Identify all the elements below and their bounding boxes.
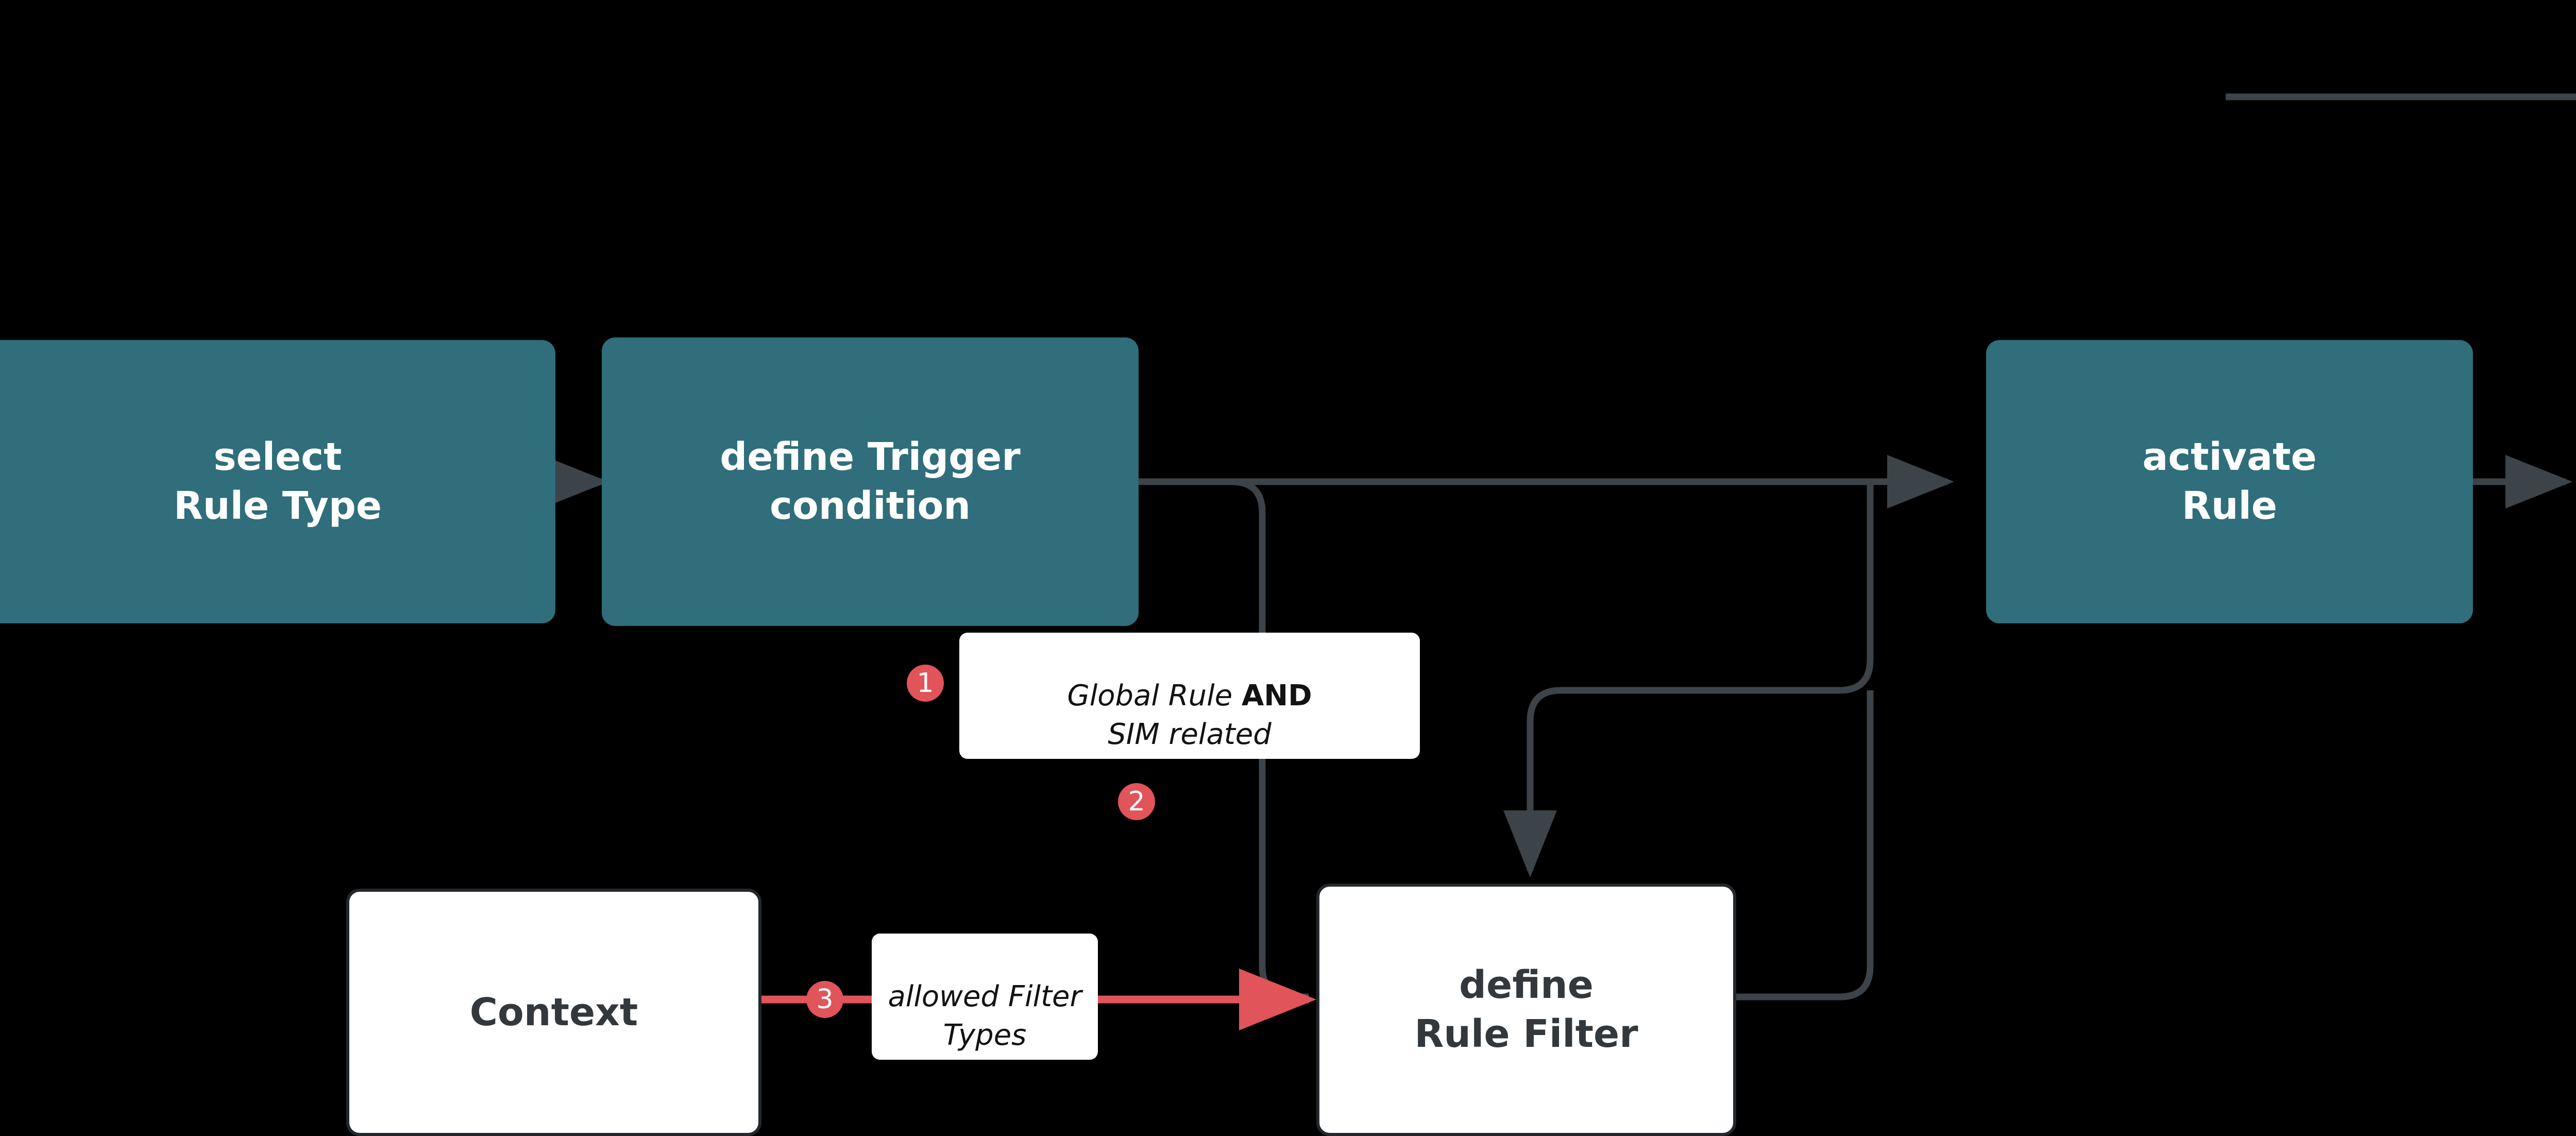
edge-loop-to-rulefilter [1503,482,1874,877]
node-label: define Trigger condition [720,435,1021,528]
node-context[interactable]: Context [346,889,761,1136]
edge-label-text-lead: Global Rule [1067,679,1242,713]
node-activate-rule[interactable]: activate Rule [1986,340,2473,623]
node-label: activate Rule [2142,435,2317,528]
badge-number: 2 [1128,786,1145,817]
edge-label-text-bold: AND [1241,679,1312,713]
node-label: define Rule Filter [1414,963,1638,1056]
node-define-rule-filter[interactable]: define Rule Filter [1316,884,1736,1136]
badge-3: 3 [806,981,843,1018]
node-label: select Rule Type [173,435,382,528]
edge-label-text-tail: SIM related [1108,718,1272,752]
badge-2: 2 [1118,783,1155,820]
edge-label-allowed-filter-types: allowed Filter Types [872,934,1098,1060]
edge-rulefilter-to-activate [1736,690,1874,1001]
node-define-trigger-condition[interactable]: define Trigger condition [602,337,1139,626]
edge-label-text-lead: allowed Filter Types [888,980,1082,1053]
badge-number: 3 [816,984,834,1015]
badge-1: 1 [907,665,944,702]
badge-number: 1 [917,668,934,699]
node-label: Context [469,990,638,1035]
node-select-rule-type[interactable]: select Rule Type [0,340,555,623]
edge-label-global-rule-and-sim: Global Rule AND SIM related [959,633,1420,759]
